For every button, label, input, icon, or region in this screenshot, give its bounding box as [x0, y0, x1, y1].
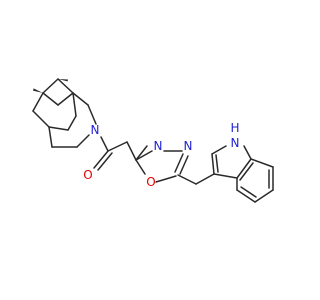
bond: [42, 78, 59, 94]
azabicycle-cage: [32, 78, 97, 148]
atom-n-oxadiazole-right: N: [184, 139, 193, 153]
atom-o-carbonyl: O: [83, 168, 92, 182]
atom-n-amide: N: [91, 123, 100, 137]
bond: [67, 115, 77, 131]
bond: [107, 141, 128, 152]
bond: [174, 153, 184, 173]
bond: [72, 92, 77, 117]
atom-o-oxadiazole: O: [146, 175, 155, 189]
bond: [57, 78, 74, 94]
bond: [100, 136, 109, 152]
bond: [42, 92, 59, 106]
bond: [135, 150, 153, 161]
bond: [236, 158, 252, 179]
bond: [211, 153, 215, 175]
bond: [240, 186, 257, 198]
bond: [32, 92, 44, 112]
bond: [239, 162, 254, 181]
bond: [177, 174, 197, 185]
bond: [179, 155, 189, 175]
bond: [48, 126, 53, 148]
bond: [135, 145, 148, 161]
stereo-wedge-left: [33, 88, 43, 93]
bond: [243, 145, 252, 160]
bond: [72, 92, 89, 106]
bond: [155, 175, 177, 183]
bond: [211, 145, 227, 155]
atom-indole-h: H: [230, 121, 239, 135]
bond: [97, 152, 113, 171]
bond: [126, 141, 137, 161]
oxadiazole-ring: [135, 145, 189, 183]
bond: [48, 126, 69, 131]
propanoyl-linker: [93, 136, 137, 171]
bond: [93, 150, 109, 169]
bond: [195, 173, 215, 185]
bond: [87, 104, 97, 125]
atom-n-oxadiazole-left: N: [154, 139, 163, 153]
bond: [254, 189, 274, 203]
bond: [135, 159, 146, 175]
bond: [213, 173, 238, 179]
bond: [32, 110, 50, 128]
bond: [215, 154, 219, 173]
indole-ring: [211, 145, 274, 203]
bond: [57, 92, 74, 106]
bond: [76, 134, 90, 148]
stereo-wedge-right: [58, 79, 68, 82]
atom-indole-n: N: [231, 136, 240, 150]
bond: [236, 189, 256, 203]
molecule-structure: N O N N O H N: [32, 78, 274, 203]
atom-labels: N O N N O H N: [83, 121, 239, 189]
bond: [250, 158, 274, 168]
